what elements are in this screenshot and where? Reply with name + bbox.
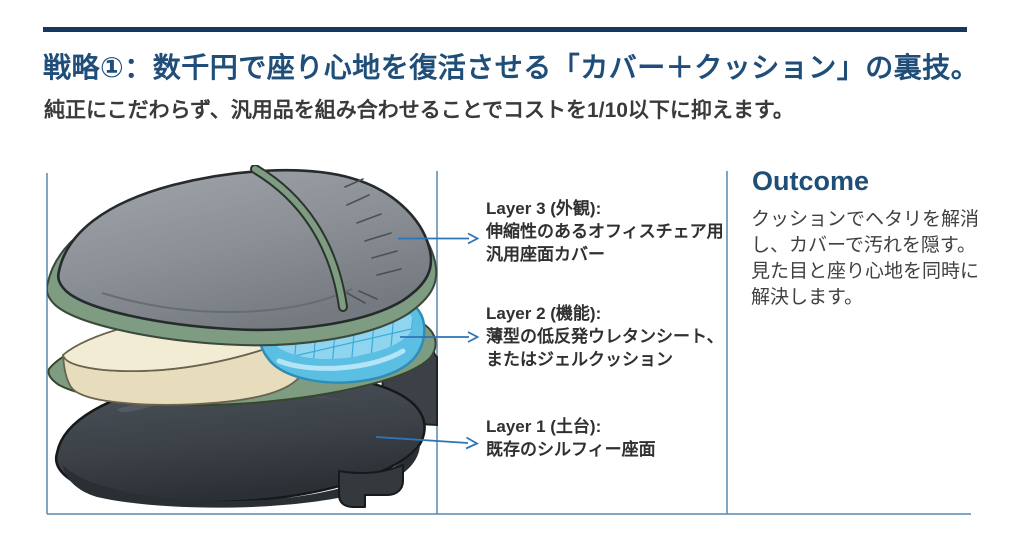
layer1-label-title: Layer 1 (土台): (486, 417, 602, 436)
layer2-label-title: Layer 2 (機能): (486, 304, 602, 323)
divider-right (726, 171, 728, 514)
bottom-rule (47, 513, 971, 515)
top-rule (43, 27, 967, 32)
divider-middle (436, 171, 438, 514)
outcome-body: クッションでヘタリを解消し、カバーで汚れを隠す。見た目と座り心地を同時に解決しま… (751, 209, 980, 308)
layer3-cover-shape (47, 165, 438, 347)
page-title: 戦略①：数千円で座り心地を復活させる「カバー＋クッション」の裏技。 (43, 52, 980, 83)
layer3-label-desc: 伸縮性のあるオフィスチェア用 汎用座面カバー (486, 222, 724, 264)
layer1-label: Layer 1 (土台): 既存のシルフィー座面 (486, 415, 736, 461)
layer3-label-title: Layer 3 (外観): (486, 199, 602, 218)
layer2-label-desc: 薄型の低反発ウレタンシート、 またはジェルクッション (486, 327, 724, 369)
exploded-seat-illustration (47, 165, 438, 508)
divider-left (46, 173, 48, 514)
outcome-heading: Outcome (752, 166, 870, 196)
layer2-label: Layer 2 (機能): 薄型の低反発ウレタンシート、 またはジェルクッション (486, 302, 736, 371)
layer3-label: Layer 3 (外観): 伸縮性のあるオフィスチェア用 汎用座面カバー (486, 197, 736, 266)
layer1-label-desc: 既存のシルフィー座面 (486, 440, 656, 459)
page-subtitle: 純正にこだわらず、汎用品を組み合わせることでコストを1/10以下に抑えます。 (44, 99, 794, 122)
